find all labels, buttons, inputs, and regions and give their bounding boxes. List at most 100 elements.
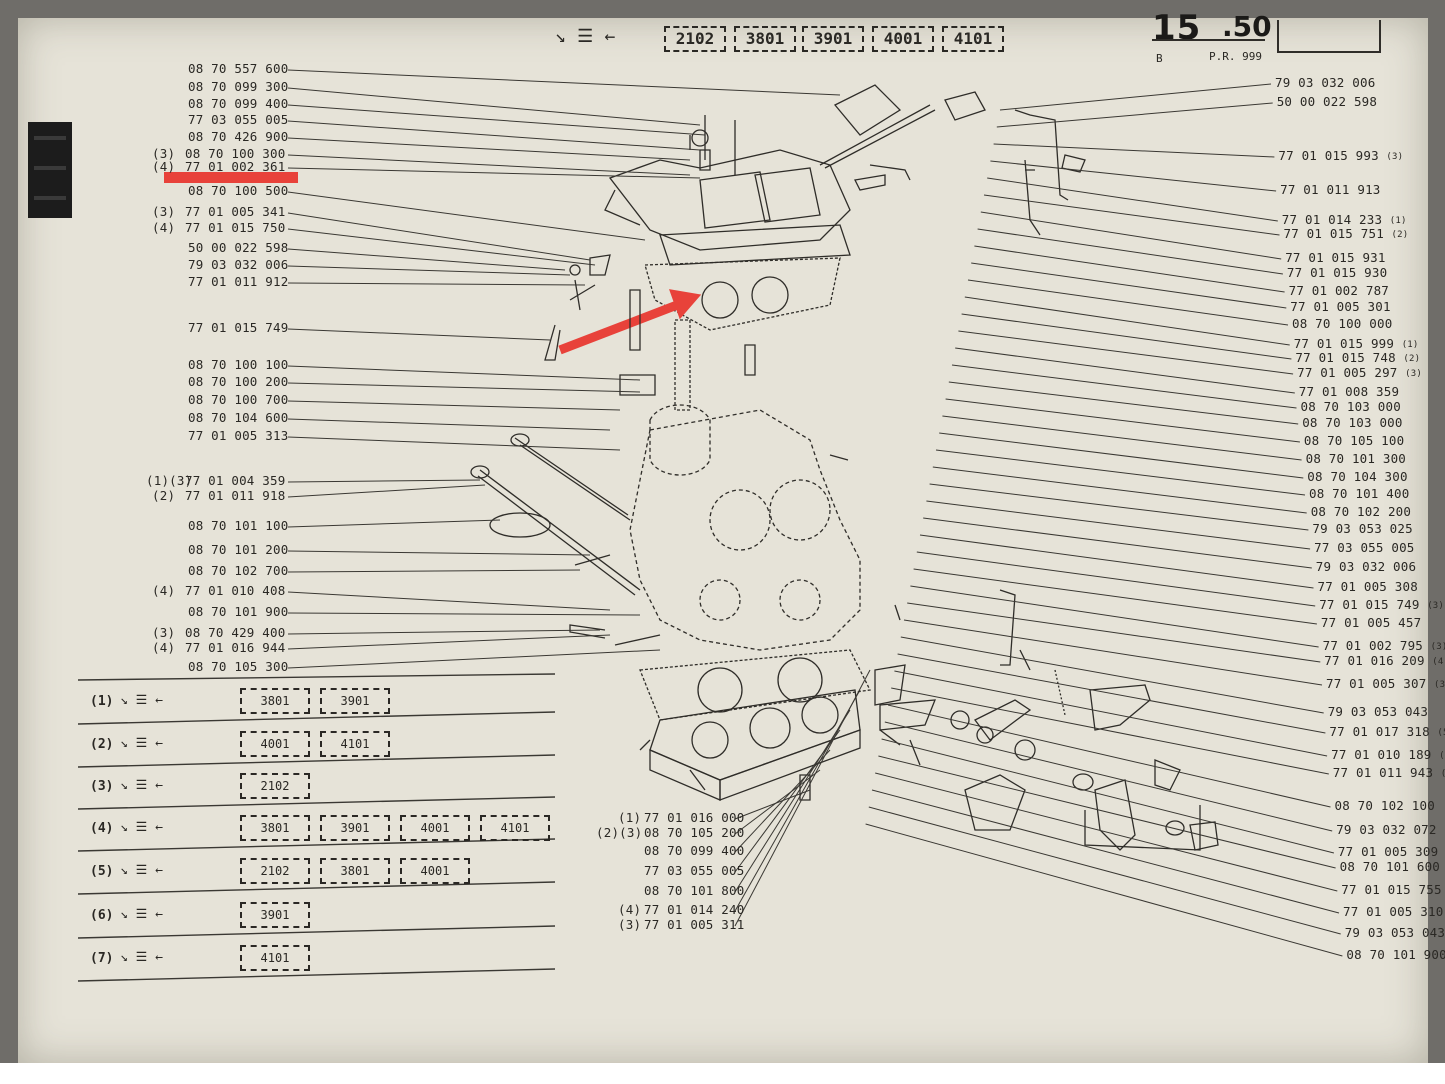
- carburettor-symbol-icon: ↘ ☰ ←: [120, 907, 163, 922]
- leader-line: [951, 364, 1297, 409]
- variant-model-code: 2102: [240, 773, 310, 799]
- leader-line: [980, 211, 1282, 260]
- part-number: 08 70 099 300: [188, 79, 289, 94]
- part-number: 77 01 016 944: [185, 640, 286, 655]
- variant-model-code: 3801: [320, 858, 390, 884]
- pr-code: P.R. 999: [1209, 50, 1262, 63]
- leader-line: [971, 262, 1287, 309]
- leader-line: [287, 167, 701, 179]
- variant-note: (3): [1430, 642, 1445, 652]
- part-number: 77 01 014 240: [644, 902, 745, 917]
- leader-line: [287, 629, 601, 635]
- part-number: 77 01 005 311: [644, 917, 745, 932]
- part-number: 77 01 005 341: [185, 204, 286, 219]
- variant-tag: (6): [90, 908, 114, 923]
- part-number: 77 01 005 309: [1337, 844, 1439, 859]
- leader-line: [999, 83, 1272, 111]
- sheet-letter: B: [1156, 52, 1163, 65]
- variant-note: (3): [152, 204, 176, 219]
- carburettor-symbol-icon: ↘ ☰ ←: [555, 26, 616, 47]
- separator-line: [77, 796, 556, 810]
- leader-line: [287, 519, 501, 528]
- leader-line: [734, 789, 811, 820]
- carburettor-symbol-icon: ↘ ☰ ←: [120, 778, 163, 793]
- part-number: 77 01 005 313: [188, 428, 289, 443]
- variant-note: (3): [1386, 152, 1404, 162]
- variant-note: (3): [1427, 601, 1445, 611]
- leader-line: [734, 669, 871, 927]
- leader-line: [910, 585, 1319, 648]
- leader-line: [919, 534, 1314, 589]
- page-number: 15: [1152, 8, 1202, 48]
- part-number: 08 70 100 100: [188, 357, 289, 372]
- variant-note: (3): [618, 917, 642, 932]
- part-number: 08 70 100 200: [188, 374, 289, 389]
- part-number: 77 01 005 307: [1326, 676, 1427, 691]
- part-number: 77 03 055 005: [644, 863, 745, 878]
- part-number: 77 01 011 918: [185, 488, 286, 503]
- variant-model-code: 3901: [320, 815, 390, 841]
- leader-line: [287, 248, 566, 271]
- leader-line: [287, 69, 841, 96]
- part-number: 08 70 557 600: [188, 61, 289, 76]
- part-number: 77 01 014 233: [1281, 212, 1383, 227]
- part-number: 77 01 015 748: [1295, 350, 1396, 365]
- variant-model-code: 3801: [240, 815, 310, 841]
- leader-line: [287, 265, 571, 276]
- variant-tag: (2): [90, 737, 114, 752]
- separator-line: [77, 968, 556, 982]
- leader-line: [287, 484, 486, 498]
- leader-line: [932, 466, 1307, 514]
- variant-note: (1): [618, 810, 642, 825]
- part-number: 77 01 005 308: [1317, 579, 1418, 594]
- carburettor-symbol-icon: ↘ ☰ ←: [120, 863, 163, 878]
- variant-tag: (1): [90, 694, 114, 709]
- variant-tag: (3): [90, 779, 114, 794]
- part-number: 79 03 032 006: [1315, 559, 1417, 574]
- part-number: 08 70 101 900: [1346, 947, 1445, 962]
- variant-model-code: 4101: [480, 815, 550, 841]
- part-number: 77 01 005 457: [1320, 615, 1422, 630]
- binder-tab: [28, 122, 72, 218]
- leader-line: [990, 160, 1277, 192]
- part-number: 79 03 053 043: [1344, 925, 1445, 940]
- leader-line: [734, 689, 861, 912]
- variant-model-code: 4001: [240, 731, 310, 757]
- variant-model-code: 2102: [240, 858, 310, 884]
- leader-line: [868, 806, 1341, 935]
- variant-tag: (5): [90, 864, 114, 879]
- leader-line: [894, 670, 1328, 757]
- part-number: 08 70 101 600: [1339, 859, 1441, 874]
- leader-line: [734, 709, 851, 893]
- part-number: 08 70 102 700: [188, 563, 289, 578]
- leader-line: [287, 282, 586, 286]
- variant-note: (1): [1401, 340, 1419, 350]
- variant-tag: (7): [90, 951, 114, 966]
- part-number: 77 01 015 751: [1283, 226, 1384, 241]
- part-number: 79 03 032 006: [188, 257, 289, 272]
- variant-note: (2): [1403, 354, 1421, 364]
- separator-line: [77, 925, 556, 939]
- leader-line: [939, 432, 1304, 479]
- part-number: 77 01 002 795: [1322, 638, 1424, 653]
- part-number: 77 01 008 359: [1298, 384, 1400, 399]
- variant-note: (7): [1441, 767, 1445, 781]
- part-number: 77 01 015 931: [1285, 250, 1386, 265]
- leader-line: [287, 418, 611, 431]
- leader-line: [935, 449, 1306, 496]
- part-number: 08 70 099 400: [188, 96, 289, 111]
- leader-line: [993, 143, 1275, 158]
- variant-note: (4): [152, 640, 176, 655]
- variant-note: (1): [1389, 216, 1407, 226]
- carburettor-symbol-icon: ↘ ☰ ←: [120, 693, 163, 708]
- leader-line: [287, 191, 646, 241]
- part-number: 08 70 105 300: [188, 659, 289, 674]
- separator-line: [77, 838, 556, 852]
- leader-line: [887, 704, 1331, 808]
- variant-model-code: 4001: [400, 858, 470, 884]
- part-number: 77 01 016 000: [644, 810, 745, 825]
- bottom-margin: [0, 1063, 1445, 1084]
- leader-line: [955, 347, 1295, 394]
- leader-line: [916, 551, 1316, 607]
- part-number: 08 70 104 600: [188, 410, 289, 425]
